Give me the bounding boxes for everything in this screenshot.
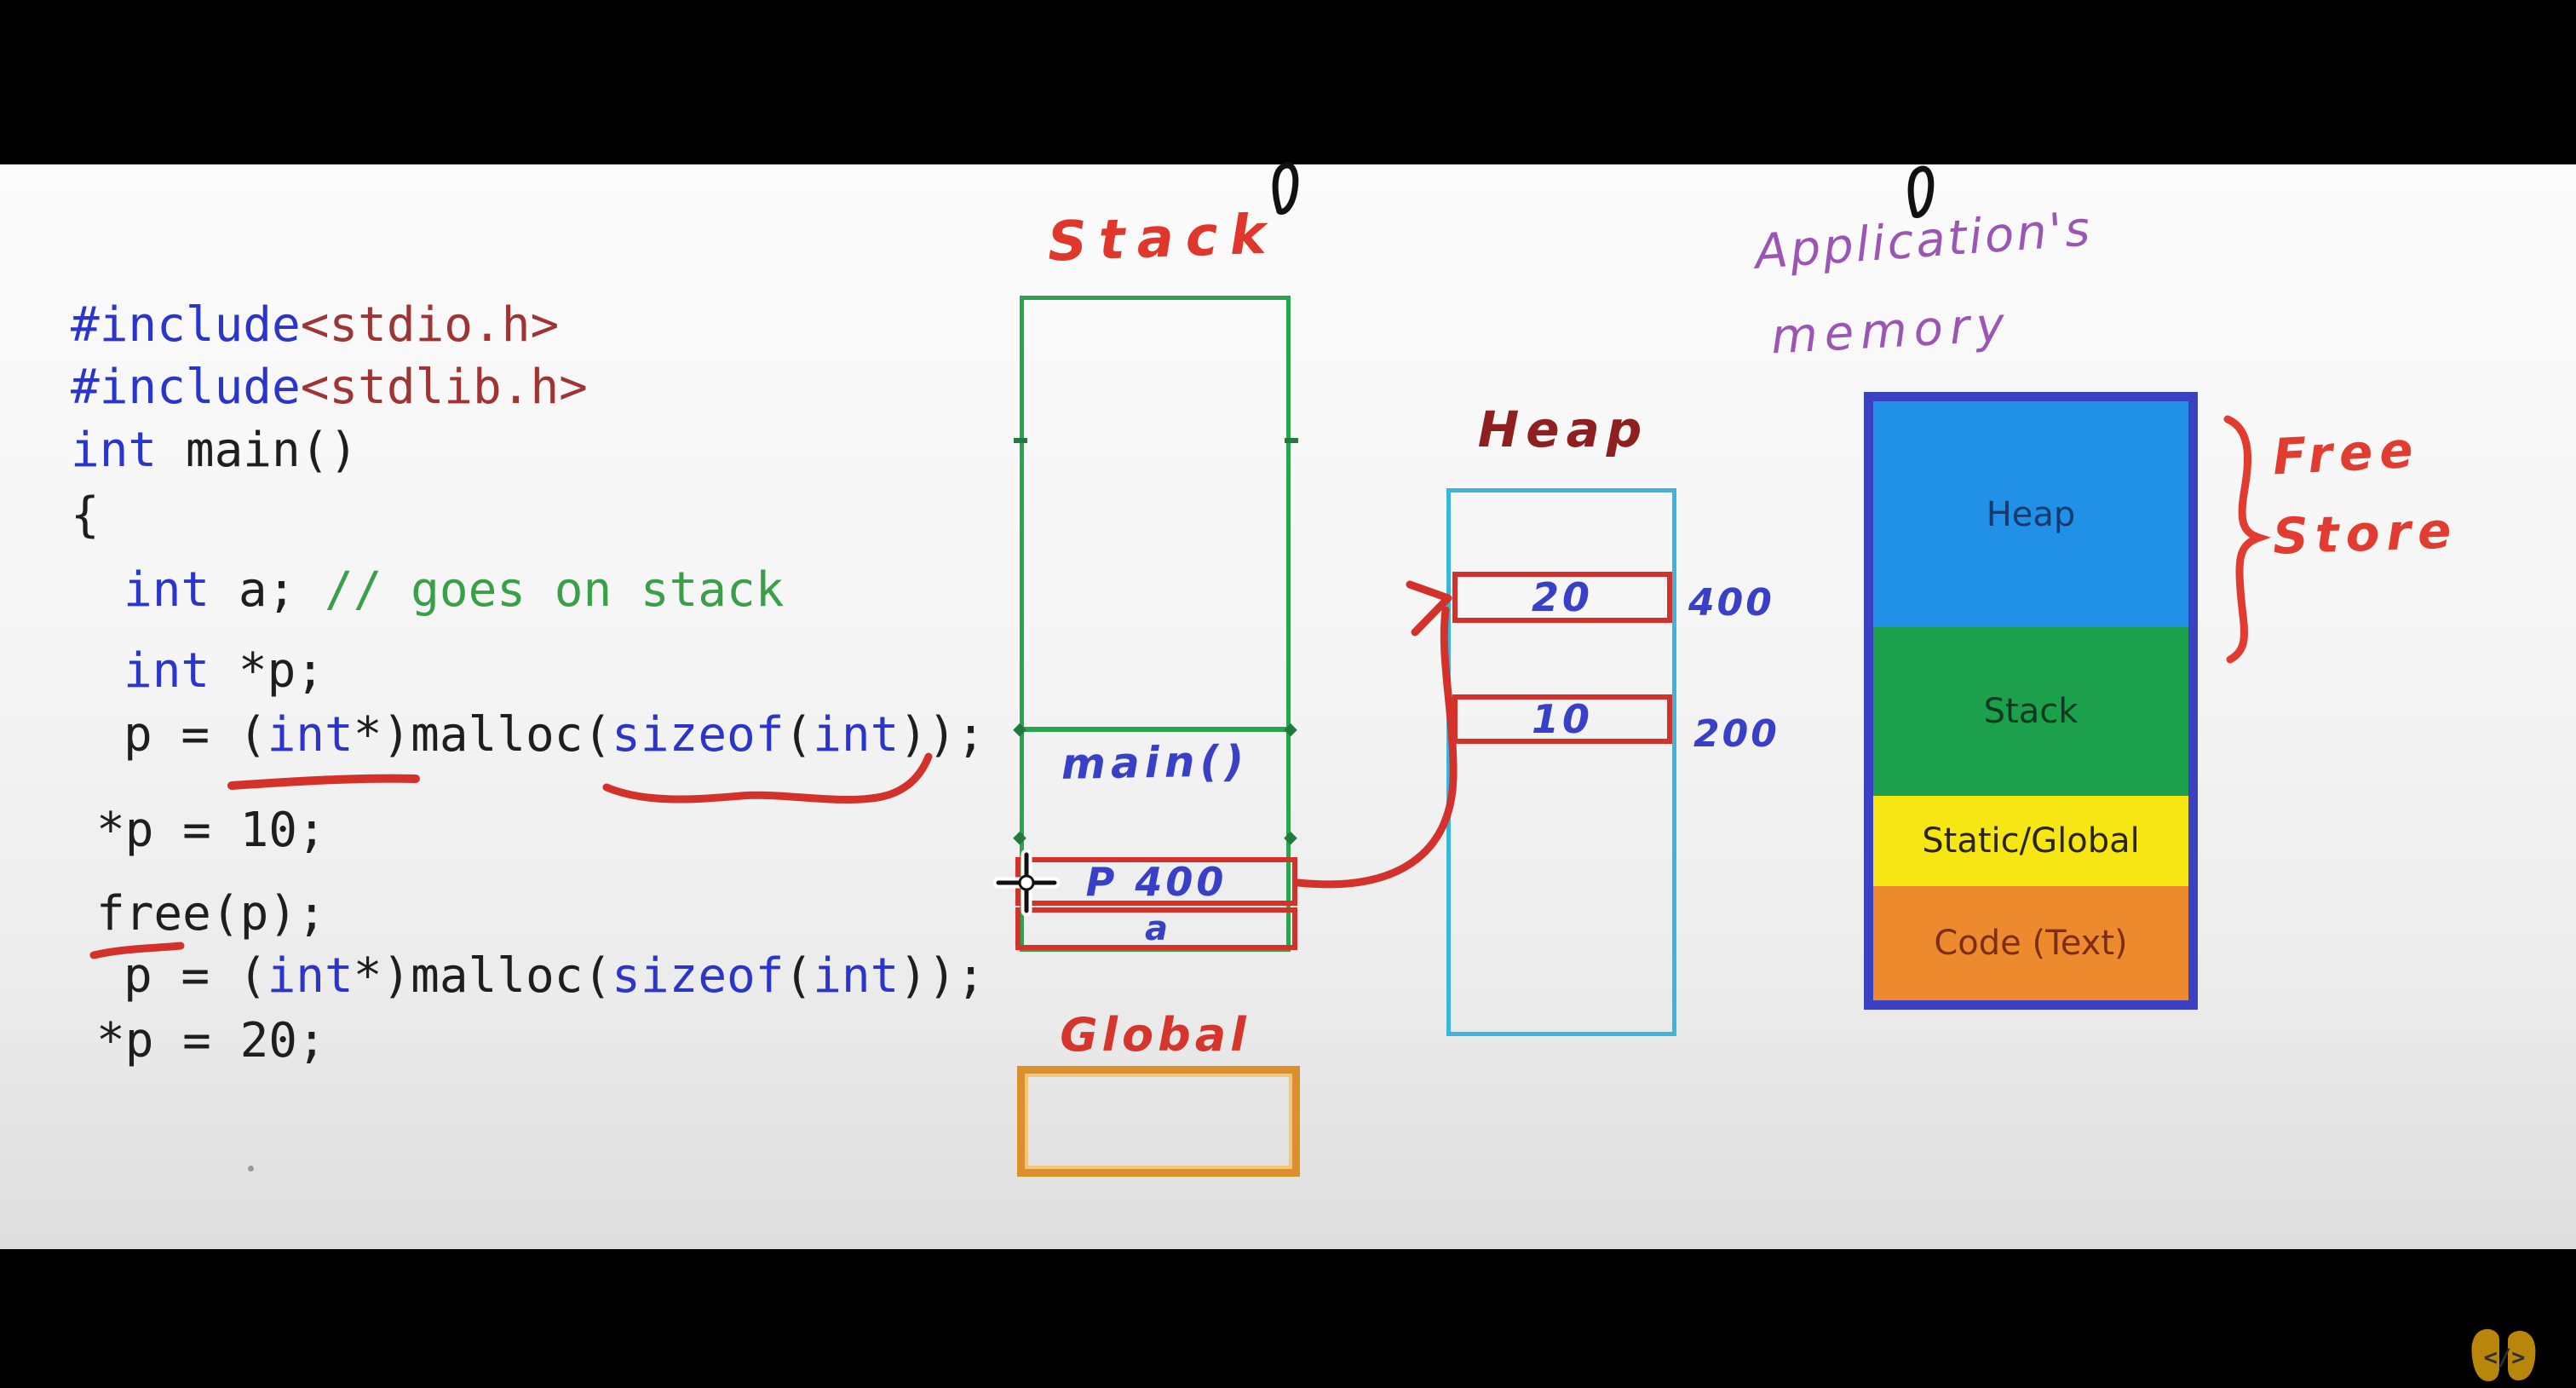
heap-cell-address: 400 — [1688, 581, 1774, 625]
code-token: int — [124, 643, 210, 699]
stack-rectangle — [1020, 296, 1291, 952]
stray-dot — [248, 1166, 254, 1172]
free-store-annotation-line2: Store — [2271, 501, 2459, 566]
memory-segment-static-global: Static/Global — [1873, 796, 2188, 886]
stack-frame-label: main() — [1061, 736, 1250, 789]
stack-pointer-cell: P 400 — [1015, 857, 1297, 906]
memory-segment-label: Heap — [1986, 494, 2076, 534]
code-token: )); — [899, 948, 986, 1004]
code-line: #include<stdio.h> — [71, 300, 559, 351]
code-token: #include — [71, 360, 301, 415]
code-token: )); — [899, 707, 986, 763]
code-token: { — [71, 487, 100, 543]
code-line: free(p); — [96, 889, 326, 940]
global-rectangle — [1017, 1066, 1300, 1177]
code-token: *p = 10; — [96, 803, 326, 858]
memory-segment-label: Code (Text) — [1934, 924, 2128, 963]
code-token: <stdlib.h> — [300, 360, 588, 415]
stack-variable-cell-label: a — [1145, 909, 1168, 948]
code-token: a; — [210, 562, 325, 618]
code-token: *)malloc( — [353, 707, 612, 763]
code-line: int main() — [71, 425, 358, 476]
code-token: int — [267, 948, 354, 1004]
code-token: int — [124, 562, 210, 618]
code-token: ( — [784, 948, 814, 1004]
code-token: int — [71, 423, 158, 478]
code-line: int *p; — [124, 646, 325, 697]
code-token: // goes on stack — [325, 562, 785, 618]
code-token: *p; — [210, 643, 325, 699]
code-token: p = ( — [124, 948, 267, 1004]
code-token: free(p); — [96, 886, 326, 942]
code-token: *p = 20; — [96, 1013, 326, 1068]
logo-code-glyph: </> — [2484, 1345, 2526, 1371]
code-token: int — [267, 707, 354, 763]
code-line: #include<stdlib.h> — [71, 362, 588, 413]
code-line: *p = 10; — [96, 805, 326, 856]
code-token: sizeof — [612, 948, 785, 1004]
code-token: *)malloc( — [353, 948, 612, 1004]
global-section-title: Global — [1060, 1008, 1251, 1062]
stack-diagram-title: Stack — [1046, 203, 1279, 274]
code-token: main() — [157, 423, 359, 478]
memory-segment-code-text-: Code (Text) — [1873, 886, 2188, 1000]
stack-variable-cell: a — [1015, 907, 1297, 950]
code-token: #include — [71, 297, 301, 353]
memory-segment-stack: Stack — [1873, 627, 2188, 796]
code-token: int — [813, 707, 900, 763]
heap-cell-address: 200 — [1693, 712, 1780, 756]
heap-rectangle — [1446, 488, 1676, 1036]
memory-segment-label: Stack — [1983, 692, 2079, 731]
code-token: ( — [784, 707, 814, 763]
stack-frame-divider — [1020, 727, 1291, 732]
code-token: <stdio.h> — [300, 297, 560, 353]
channel-logo: </> — [2471, 1328, 2536, 1382]
code-token: int — [813, 948, 900, 1004]
heap-cell-value: 10 — [1531, 696, 1593, 742]
free-store-annotation-line1: Free — [2271, 420, 2422, 487]
memory-segment-label: Static/Global — [1922, 821, 2140, 861]
code-line: *p = 20; — [96, 1016, 326, 1067]
heap-cell: 10 — [1452, 694, 1672, 744]
heap-cell-value: 20 — [1531, 574, 1593, 620]
stack-pointer-cell-label: P 400 — [1085, 858, 1228, 905]
code-token: p = ( — [124, 707, 267, 763]
code-line: p = (int*)malloc(sizeof(int)); — [124, 951, 986, 1002]
code-token: sizeof — [612, 707, 785, 763]
code-line: int a; // goes on stack — [124, 565, 784, 616]
heap-cell: 20 — [1452, 572, 1672, 623]
heap-diagram-title: Heap — [1477, 400, 1649, 458]
code-line: p = (int*)malloc(sizeof(int)); — [124, 710, 986, 761]
logo-brain-left — [2471, 1328, 2499, 1382]
memory-segment-heap: Heap — [1873, 401, 2188, 627]
code-line: { — [71, 490, 100, 541]
logo-brain-right — [2508, 1330, 2536, 1381]
